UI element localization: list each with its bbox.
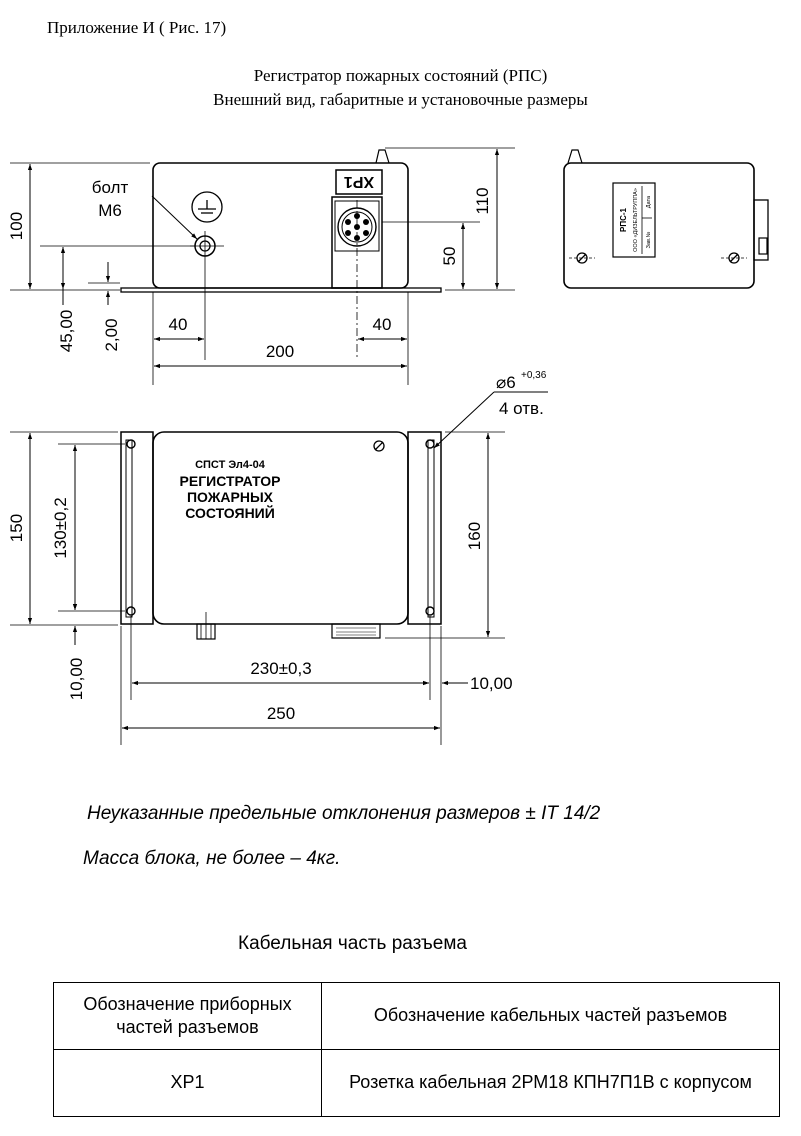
connector-label-box xyxy=(335,169,383,195)
top-view xyxy=(10,391,548,745)
mount-rail-left xyxy=(120,431,154,625)
table-cell: ХР1 xyxy=(53,1049,322,1117)
tolerance-note: Неуказанные предельные отклонения размер… xyxy=(87,803,601,824)
hole-tolerance: +0,36 xyxy=(521,370,547,381)
dim-text-130: 130±0,2 xyxy=(51,497,70,558)
table-header-cell: Обозначение приборных частей разъемов xyxy=(53,982,322,1050)
dim-text-45: 45,00 xyxy=(57,310,76,353)
nameplate-field-date: Дата xyxy=(646,195,652,208)
hole-count: 4 отв. xyxy=(499,399,544,418)
hole-diameter: ⌀6 xyxy=(496,373,516,392)
side-body xyxy=(563,162,755,289)
table-header-row: Обозначение приборных частей разъемов Об… xyxy=(53,982,780,1050)
label-line-fire: ПОЖАРНЫХ xyxy=(187,489,274,505)
side-nameplate xyxy=(612,182,656,258)
ground-symbol-icon xyxy=(191,191,223,223)
dim-text-160: 160 xyxy=(465,522,484,550)
drawing-subtitle: Внешний вид, габаритные и установочные р… xyxy=(213,90,588,109)
label-line-register: РЕГИСТРАТОР xyxy=(180,473,281,489)
table-row: ХР1 Розетка кабельная 2РМ18 КПН7П1В с ко… xyxy=(53,1049,780,1117)
table-caption: Кабельная часть разъема xyxy=(238,933,467,954)
dim-text-250: 250 xyxy=(267,704,295,723)
side-connector-stub xyxy=(753,199,769,261)
connector-label: ХР1 xyxy=(344,173,374,190)
bolt-label: болт xyxy=(92,178,129,197)
front-base-plate xyxy=(120,287,442,293)
mount-rail-right xyxy=(407,431,442,625)
dim-text-40-right: 40 xyxy=(373,315,392,334)
appendix-title: Приложение И ( Рис. 17) xyxy=(47,18,227,37)
bolt-size-label: М6 xyxy=(98,201,122,220)
dim-text-110: 110 xyxy=(473,187,492,214)
nameplate-field-serial: Зав.№ xyxy=(646,232,652,249)
dim-text-40-left: 40 xyxy=(169,315,188,334)
top-label-panel xyxy=(168,450,292,525)
side-top-nub xyxy=(567,149,583,164)
side-view xyxy=(563,149,769,289)
mount-hole-icon xyxy=(126,439,136,449)
connector-table: Обозначение приборных частей разъемов Об… xyxy=(53,982,780,1117)
drawing-title: Регистратор пожарных состояний (РПС) xyxy=(253,66,548,85)
bolt-leader xyxy=(151,195,198,240)
nameplate-title: РПС-1 xyxy=(619,207,628,232)
mount-hole-icon xyxy=(425,606,435,616)
dim-text-150: 150 xyxy=(7,514,26,542)
top-screw-icon xyxy=(373,440,385,452)
dim-text-10-left: 10,00 xyxy=(67,658,86,701)
label-line-states: СОСТОЯНИЙ xyxy=(185,504,275,521)
mount-hole-icon xyxy=(425,439,435,449)
dim-text-10-right: 10,00 xyxy=(470,674,513,693)
front-view xyxy=(10,147,515,385)
dim-text-100: 100 xyxy=(7,212,26,240)
technical-drawing: болт М6 ХР1 100 110 50 45,00 2,00 40 40 … xyxy=(7,147,769,745)
nameplate-maker: ООО «ДИЗЕЛЬТРУППА» xyxy=(633,188,639,252)
dim-text-230: 230±0,3 xyxy=(250,659,311,678)
table-cell: Розетка кабельная 2РМ18 КПН7П1В с корпус… xyxy=(321,1049,780,1117)
table-header-cell: Обозначение кабельных частей разъемов xyxy=(321,982,780,1050)
label-model: СПСТ Эл4-04 xyxy=(195,459,266,471)
mount-hole-icon xyxy=(126,606,136,616)
front-top-nub xyxy=(375,149,390,164)
dim-text-2: 2,00 xyxy=(102,318,121,351)
dim-text-200: 200 xyxy=(266,342,294,361)
mass-note: Масса блока, не более – 4кг. xyxy=(83,848,341,869)
top-connector-stub xyxy=(331,623,381,639)
dim-text-50: 50 xyxy=(440,247,459,266)
